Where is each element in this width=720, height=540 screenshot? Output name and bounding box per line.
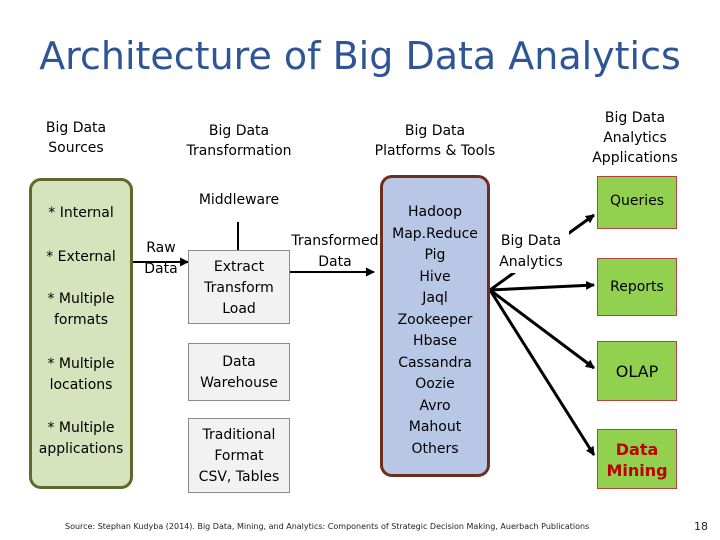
data-warehouse-line-1: Data — [222, 354, 256, 370]
traditional-line-1: Traditional — [202, 427, 276, 443]
source-multiple-locations: * Multiple locations — [30, 354, 132, 396]
platform-pig: Pig — [424, 247, 446, 263]
source-multiple-locations-line-1: * Multiple — [47, 356, 115, 372]
etl-box: Extract Transform Load — [188, 250, 290, 324]
platform-list: Hadoop Map.Reduce Pig Hive Jaql Zookeepe… — [382, 202, 488, 460]
platform-hive: Hive — [419, 268, 451, 285]
etl-line-3: Load — [222, 301, 256, 317]
fan-line-data-mining — [488, 289, 596, 456]
source-multiple-applications-line-1: * Multiple — [47, 420, 115, 436]
transformed-data-label: Transformed Data — [287, 231, 383, 273]
source-internal-label: * Internal — [48, 205, 114, 221]
middleware-label: Middleware — [198, 192, 280, 208]
platform-cassandra: Cassandra — [398, 354, 472, 371]
raw-data-label: Raw Data — [138, 238, 184, 280]
source-external-label: * External — [46, 249, 116, 265]
platform-jaql: Jaql — [422, 290, 448, 306]
header-transformation: Big Data Transformation — [172, 121, 306, 161]
header-applications-line-1: Big Data — [604, 110, 666, 126]
raw-data-line-2: Data — [144, 261, 178, 277]
traditional-line-3: CSV, Tables — [198, 469, 280, 485]
app-data-mining-box: Data Mining — [597, 429, 677, 489]
app-reports-box: Reports — [597, 258, 677, 316]
source-multiple-formats: * Multiple formats — [30, 289, 132, 331]
header-sources-line-2: Sources — [48, 140, 104, 156]
etl-line-1: Extract — [213, 259, 265, 275]
fan-line-reports — [489, 280, 595, 292]
data-warehouse-box: Data Warehouse — [188, 343, 290, 401]
source-multiple-formats-line-1: * Multiple — [47, 291, 115, 307]
header-transformation-line-2: Transformation — [186, 143, 292, 159]
big-data-analytics-line-1: Big Data — [500, 233, 562, 249]
header-applications-line-3: Applications — [592, 150, 678, 166]
header-applications: Big Data Analytics Applications — [582, 108, 688, 168]
transformed-data-line-2: Data — [318, 254, 352, 270]
app-data-mining-label: Data Mining — [598, 439, 676, 481]
raw-data-line-1: Raw — [146, 240, 176, 256]
header-platforms-line-1: Big Data — [404, 123, 466, 139]
app-reports-label: Reports — [610, 279, 664, 295]
sources-panel — [29, 178, 133, 489]
source-multiple-applications-line-2: applications — [38, 441, 124, 457]
platform-avro: Avro — [419, 397, 451, 414]
platform-others: Others — [411, 440, 459, 457]
source-multiple-applications: * Multiple applications — [30, 418, 132, 460]
page-number: 18 — [694, 520, 708, 533]
header-platforms-line-2: Platforms & Tools — [374, 143, 496, 159]
platform-oozie: Oozie — [415, 376, 455, 392]
platform-hbase: Hbase — [413, 333, 457, 349]
source-internal: * Internal — [30, 203, 132, 224]
data-warehouse-line-2: Warehouse — [200, 375, 278, 391]
header-sources: Big Data Sources — [34, 118, 118, 158]
etl-line-2: Transform — [204, 280, 274, 296]
traditional-line-2: Format — [214, 448, 264, 464]
app-olap-label: OLAP — [615, 362, 659, 381]
platform-mahout: Mahout — [408, 419, 462, 435]
page-title: Architecture of Big Data Analytics — [39, 34, 681, 78]
platform-hadoop: Hadoop — [407, 204, 462, 220]
header-platforms: Big Data Platforms & Tools — [362, 121, 508, 161]
fan-line-olap — [489, 288, 595, 370]
platform-zookeeper: Zookeeper — [397, 311, 473, 328]
app-queries-box: Queries — [597, 176, 677, 229]
big-data-analytics-line-2: Analytics — [499, 254, 563, 270]
source-multiple-formats-line-2: formats — [53, 312, 108, 328]
app-data-mining-line-1: Data — [615, 440, 659, 459]
platforms-panel — [380, 175, 490, 477]
transformed-data-line-1: Transformed — [291, 233, 379, 249]
app-queries-label: Queries — [609, 193, 665, 209]
big-data-analytics-label: Big Data Analytics — [493, 231, 569, 273]
header-transformation-line-1: Big Data — [208, 123, 270, 139]
app-olap-box: OLAP — [597, 341, 677, 401]
header-sources-line-1: Big Data — [45, 120, 107, 136]
source-citation: Source: Stephan Kudyba (2014). Big Data,… — [65, 522, 590, 531]
platform-mapreduce: Map.Reduce — [392, 225, 478, 242]
source-multiple-locations-line-2: locations — [49, 377, 113, 393]
app-data-mining-line-2: Mining — [606, 461, 668, 480]
traditional-format-box: Traditional Format CSV, Tables — [188, 418, 290, 493]
header-applications-line-2: Analytics — [603, 130, 667, 146]
source-external: * External — [30, 247, 132, 268]
